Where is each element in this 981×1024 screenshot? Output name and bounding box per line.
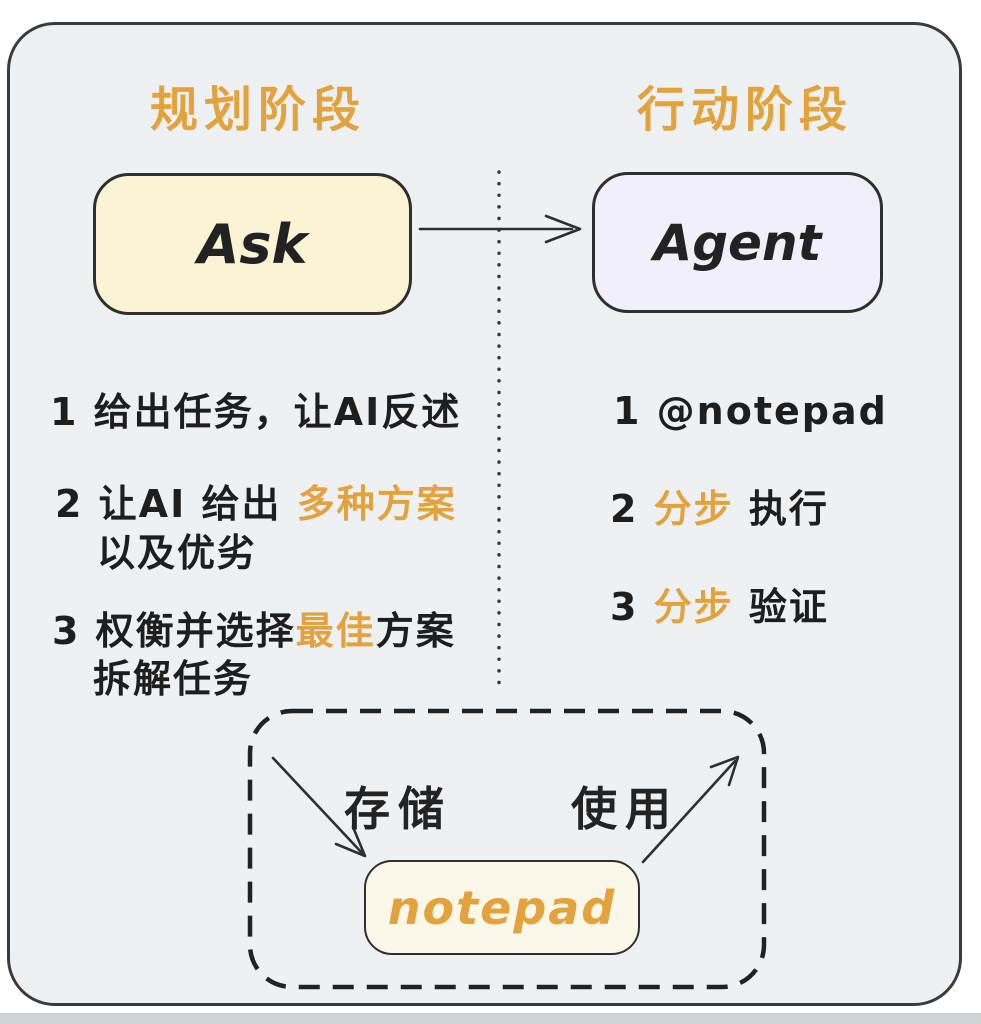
bottom-strip <box>0 1013 981 1024</box>
planning-step-3-suffix: 方案 <box>375 609 456 653</box>
action-phase-title: 行动阶段 <box>637 82 854 138</box>
ask-node: Ask <box>93 173 412 315</box>
action-step-1: 1 @notepad <box>613 389 888 433</box>
planning-step-1: 1 给出任务，让AI反述 <box>50 390 462 434</box>
ask-node-label: Ask <box>197 212 308 276</box>
action-step-2: 2 分步 执行 <box>610 487 829 532</box>
planning-step-2: 2 让AI 给出 多种方案 <box>55 482 457 527</box>
planning-step-3: 3 权衡并选择最佳方案 <box>52 609 456 654</box>
planning-step-3-text: 3 权衡并选择 <box>52 609 296 653</box>
planning-phase-title: 规划阶段 <box>150 82 367 138</box>
use-label: 使用 <box>571 782 679 836</box>
action-step-3: 3 分步 验证 <box>610 585 829 630</box>
planning-step-2-line2: 以及优劣 <box>97 531 258 575</box>
agent-node-label: Agent <box>653 213 822 272</box>
agent-node: Agent <box>592 172 883 313</box>
action-step-3-suffix: 验证 <box>733 585 829 629</box>
planning-step-3-line2: 拆解任务 <box>93 657 254 701</box>
store-label: 存储 <box>344 782 452 836</box>
notepad-node: notepad <box>364 860 640 955</box>
action-step-3-text: 3 <box>610 585 654 629</box>
planning-step-2-highlight: 多种方案 <box>296 482 457 526</box>
action-step-3-highlight: 分步 <box>653 585 734 629</box>
planning-step-3-highlight: 最佳 <box>295 609 376 653</box>
action-step-2-highlight: 分步 <box>653 487 734 531</box>
planning-step-2-text: 2 让AI 给出 <box>55 482 297 526</box>
action-step-2-text: 2 <box>610 487 654 531</box>
action-step-2-suffix: 执行 <box>733 487 829 531</box>
notepad-node-label: notepad <box>387 880 617 935</box>
